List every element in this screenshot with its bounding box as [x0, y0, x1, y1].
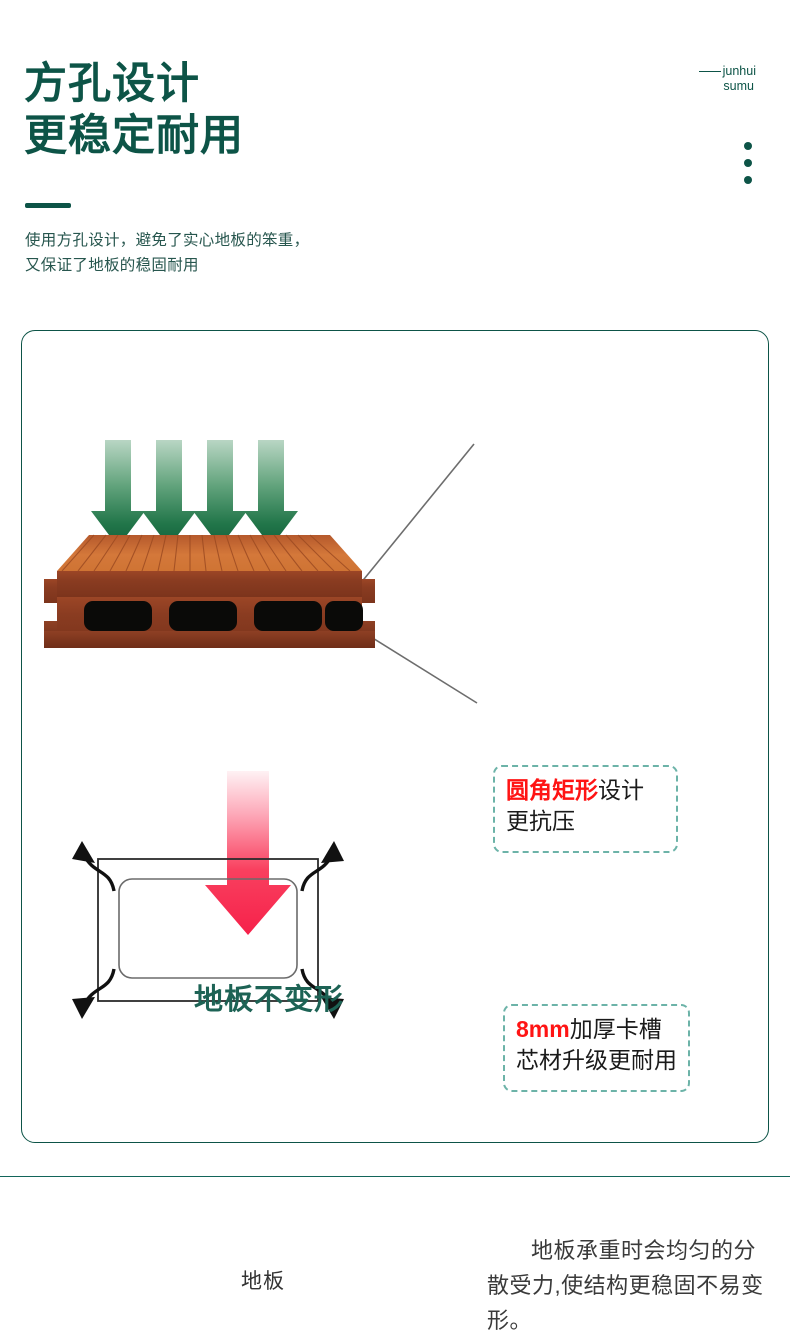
- board-inner-rect: [118, 878, 298, 979]
- brand-dash-icon: [698, 70, 721, 73]
- dot-3: [744, 176, 752, 184]
- callout-2-highlight: 8mm: [516, 1016, 570, 1042]
- pressure-arrow-2: [142, 440, 196, 547]
- label-board: 地板: [241, 1270, 285, 1293]
- load-arrow-red: [205, 771, 291, 935]
- pressure-arrow-4: [244, 440, 298, 547]
- subtitle-line-2: 又保证了地板的稳固耐用: [25, 257, 199, 274]
- brand-logo: junhui sumu: [698, 64, 756, 94]
- board-top-face: [57, 534, 362, 572]
- title-line-2: 更稳定耐用: [24, 112, 244, 160]
- brand-primary-row: junhui: [698, 64, 756, 79]
- page-subtitle: 使用方孔设计，避免了实心地板的笨重， 又保证了地板的稳固耐用: [25, 228, 309, 278]
- board-hollow-hole-4: [325, 601, 363, 631]
- brand-name-secondary: sumu: [723, 79, 754, 93]
- callout-2-rest: 加厚卡槽: [569, 1016, 662, 1042]
- callout-1-highlight: 圆角矩形: [506, 777, 598, 803]
- title-line-1: 方孔设计: [24, 60, 200, 108]
- callout-leader-lines: [354, 443, 478, 704]
- load-distribution-paragraph: 地板承重时会均匀的分散受力,使结构更稳固不易变形。: [487, 1238, 764, 1333]
- load-distribution-illustration: [72, 771, 344, 1019]
- page-header: 方孔设计 更稳定耐用 使用方孔设计，避免了实心地板的笨重， 又保证了地板的稳固耐…: [0, 0, 790, 318]
- title-underline-rule: [25, 203, 71, 208]
- three-dots-icon: [744, 142, 752, 184]
- callout-rounded-rect-design: 圆角矩形设计 更抗压: [493, 765, 678, 853]
- page-separator: [0, 1176, 790, 1178]
- callout-1-line-2: 更抗压: [506, 808, 575, 834]
- page-title: 方孔设计 更稳定耐用: [24, 58, 244, 162]
- callout-2-line-2: 芯材升级更耐用: [516, 1047, 677, 1073]
- dot-1: [744, 142, 752, 150]
- pressure-arrow-1: [91, 440, 145, 547]
- subtitle-line-1: 使用方孔设计，避免了实心地板的笨重，: [25, 232, 310, 249]
- pressure-arrow-3: [193, 440, 247, 547]
- board-body: [44, 571, 375, 648]
- callout-1-line-1: 圆角矩形设计: [506, 775, 665, 806]
- board-outer-rect: [97, 858, 319, 1002]
- content-frame: 圆角矩形设计 更抗压 8mm加厚卡槽 芯材升级更耐用 地板不变形 地板 地板承重…: [21, 330, 769, 1333]
- callout-2-line-1: 8mm加厚卡槽: [516, 1014, 677, 1045]
- label-no-deformation: 地板不变形: [194, 984, 345, 1016]
- callout-8mm-thick-slot: 8mm加厚卡槽 芯材升级更耐用: [503, 1004, 690, 1092]
- board-hollow-holes: [84, 601, 322, 631]
- brand-name-primary: junhui: [722, 64, 756, 78]
- pressure-arrows-group: [91, 440, 298, 547]
- dot-2: [744, 159, 752, 167]
- decking-board-illustration: [44, 440, 478, 704]
- callout-1-rest: 设计: [598, 777, 644, 803]
- force-spread-arrowheads: [72, 841, 344, 1019]
